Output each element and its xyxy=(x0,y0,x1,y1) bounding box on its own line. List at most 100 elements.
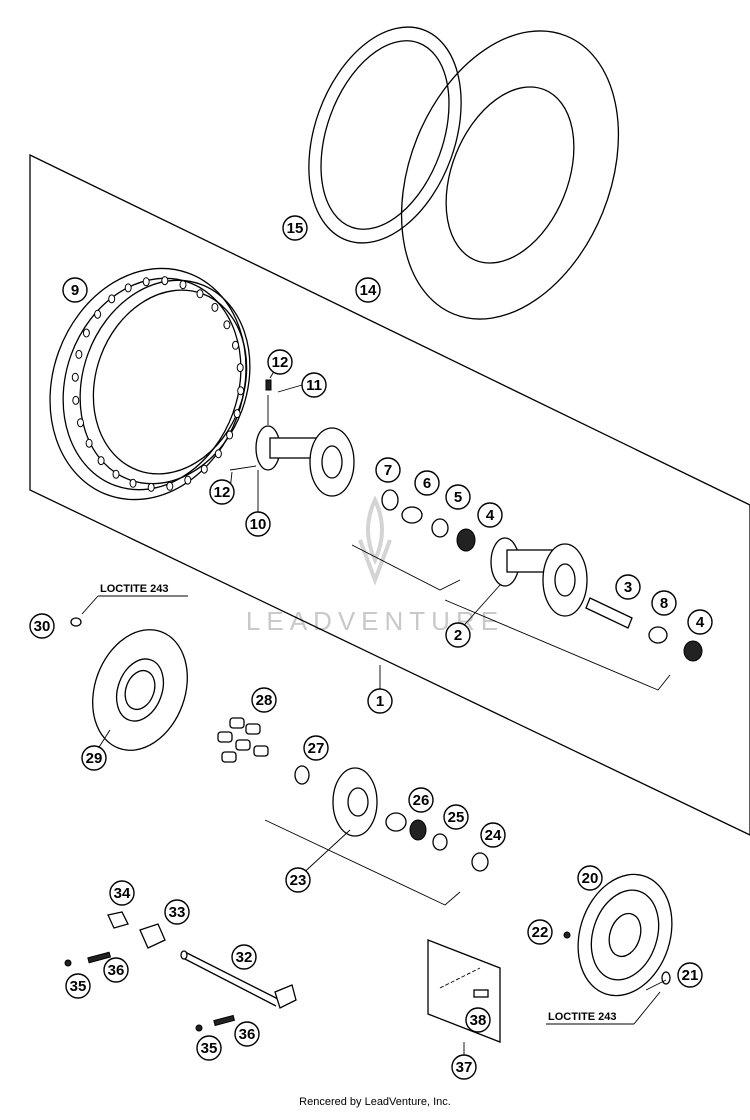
callout-circle xyxy=(445,622,471,648)
callout-circle xyxy=(408,787,434,813)
callout-circle xyxy=(445,484,471,510)
callout-c32: 32 xyxy=(231,944,257,970)
callout-number: 26 xyxy=(413,792,430,809)
callout-c30: 30 xyxy=(29,613,55,639)
callout-circle xyxy=(355,277,381,303)
rim-spoke-hole xyxy=(112,469,120,479)
callout-circle xyxy=(282,215,308,241)
callout-number: 33 xyxy=(169,904,186,921)
footer-credit: Rencered by LeadVenture, Inc. xyxy=(299,1096,451,1108)
callout-circle xyxy=(62,277,88,303)
rim-spoke-hole xyxy=(75,349,83,359)
callout-number: 38 xyxy=(470,1012,487,1029)
callout-c23: 23 xyxy=(285,867,311,893)
rim-spoke-hole xyxy=(142,277,150,287)
callout-c12b: 12 xyxy=(209,479,235,505)
leader-lines xyxy=(93,364,501,1055)
callout-c27: 27 xyxy=(303,735,329,761)
callout-circle xyxy=(164,899,190,925)
callout-c8: 8 xyxy=(651,590,677,616)
callout-number: 28 xyxy=(256,692,273,709)
callout-c4a: 4 xyxy=(477,502,503,528)
callout-number: 12 xyxy=(272,354,289,371)
callout-c12a: 12 xyxy=(267,349,293,375)
callout-circle xyxy=(65,973,91,999)
rim-spoke-hole xyxy=(108,294,116,304)
callout-circle xyxy=(577,865,603,891)
callout-number: 10 xyxy=(250,516,267,533)
callout-circle xyxy=(477,502,503,528)
callout-circle xyxy=(375,457,401,483)
bearing-set-left xyxy=(351,489,476,591)
callout-number: 3 xyxy=(624,579,632,596)
loctite-label-left: LOCTITE 243 xyxy=(100,583,168,595)
rim-spoke-hole xyxy=(179,280,187,290)
callout-circle xyxy=(451,1054,477,1080)
rim-spoke-hole xyxy=(226,430,234,440)
axle-and-adjusters xyxy=(64,911,297,1032)
callout-number: 20 xyxy=(582,870,599,887)
callout-c20: 20 xyxy=(577,865,603,891)
rim-spoke-hole xyxy=(237,386,245,396)
callout-circle xyxy=(267,349,293,375)
brake-disc xyxy=(92,629,188,751)
callout-number: 27 xyxy=(308,740,325,757)
callout-circle xyxy=(677,962,703,988)
callout-number: 12 xyxy=(214,484,231,501)
tyre xyxy=(400,30,620,320)
callout-c7: 7 xyxy=(375,457,401,483)
callout-circle xyxy=(480,822,506,848)
callout-circle xyxy=(527,919,553,945)
callout-number: 25 xyxy=(448,809,465,826)
cush-drive-dampers xyxy=(217,717,269,763)
spacer-and-bearings-right xyxy=(444,597,703,691)
callout-circle xyxy=(209,479,235,505)
callout-circle xyxy=(103,957,129,983)
callout-circle xyxy=(465,1007,491,1033)
rim-spoke-hole xyxy=(232,340,239,350)
rim xyxy=(49,267,251,501)
callout-circle xyxy=(234,1021,260,1047)
callout-number: 14 xyxy=(360,282,377,299)
callout-circle xyxy=(231,944,257,970)
rim-spoke-hole xyxy=(129,478,137,488)
rim-spoke-hole xyxy=(71,372,79,382)
callout-c33: 33 xyxy=(164,899,190,925)
callout-c4b: 4 xyxy=(687,609,713,635)
callout-circle xyxy=(245,511,271,537)
callout-c9: 9 xyxy=(62,277,88,303)
callout-c26: 26 xyxy=(408,787,434,813)
callout-c3: 3 xyxy=(615,574,641,600)
callout-circle xyxy=(301,372,327,398)
callout-number: 4 xyxy=(486,507,495,524)
rim-spoke-hole xyxy=(161,276,169,286)
callout-c24: 24 xyxy=(480,822,506,848)
callout-c11: 11 xyxy=(301,372,327,398)
callout-c36b: 36 xyxy=(234,1021,260,1047)
callout-circle xyxy=(414,470,440,496)
callout-c35b: 35 xyxy=(196,1035,222,1061)
wheel-assembly-panel xyxy=(29,153,750,836)
rear-sprocket xyxy=(563,873,673,997)
callout-c6: 6 xyxy=(414,470,440,496)
callout-circle xyxy=(687,609,713,635)
callout-circle xyxy=(303,735,329,761)
watermark-logo xyxy=(358,495,392,586)
callout-c22: 22 xyxy=(527,919,553,945)
callout-number: 36 xyxy=(239,1026,256,1043)
hub-with-cush-drive xyxy=(229,379,355,497)
rim-spoke-hole xyxy=(124,283,132,293)
callout-c2: 2 xyxy=(445,622,471,648)
callout-c28: 28 xyxy=(251,687,277,713)
callout-circle xyxy=(251,687,277,713)
callout-number: 9 xyxy=(71,282,79,299)
callout-number: 22 xyxy=(532,924,549,941)
callout-number: 29 xyxy=(86,750,103,767)
rim-spoke-hole xyxy=(72,395,80,405)
callout-circle xyxy=(196,1035,222,1061)
rim-spoke-hole xyxy=(97,456,105,466)
callout-c37: 37 xyxy=(451,1054,477,1080)
callout-c34: 34 xyxy=(109,880,135,906)
callout-circle xyxy=(651,590,677,616)
